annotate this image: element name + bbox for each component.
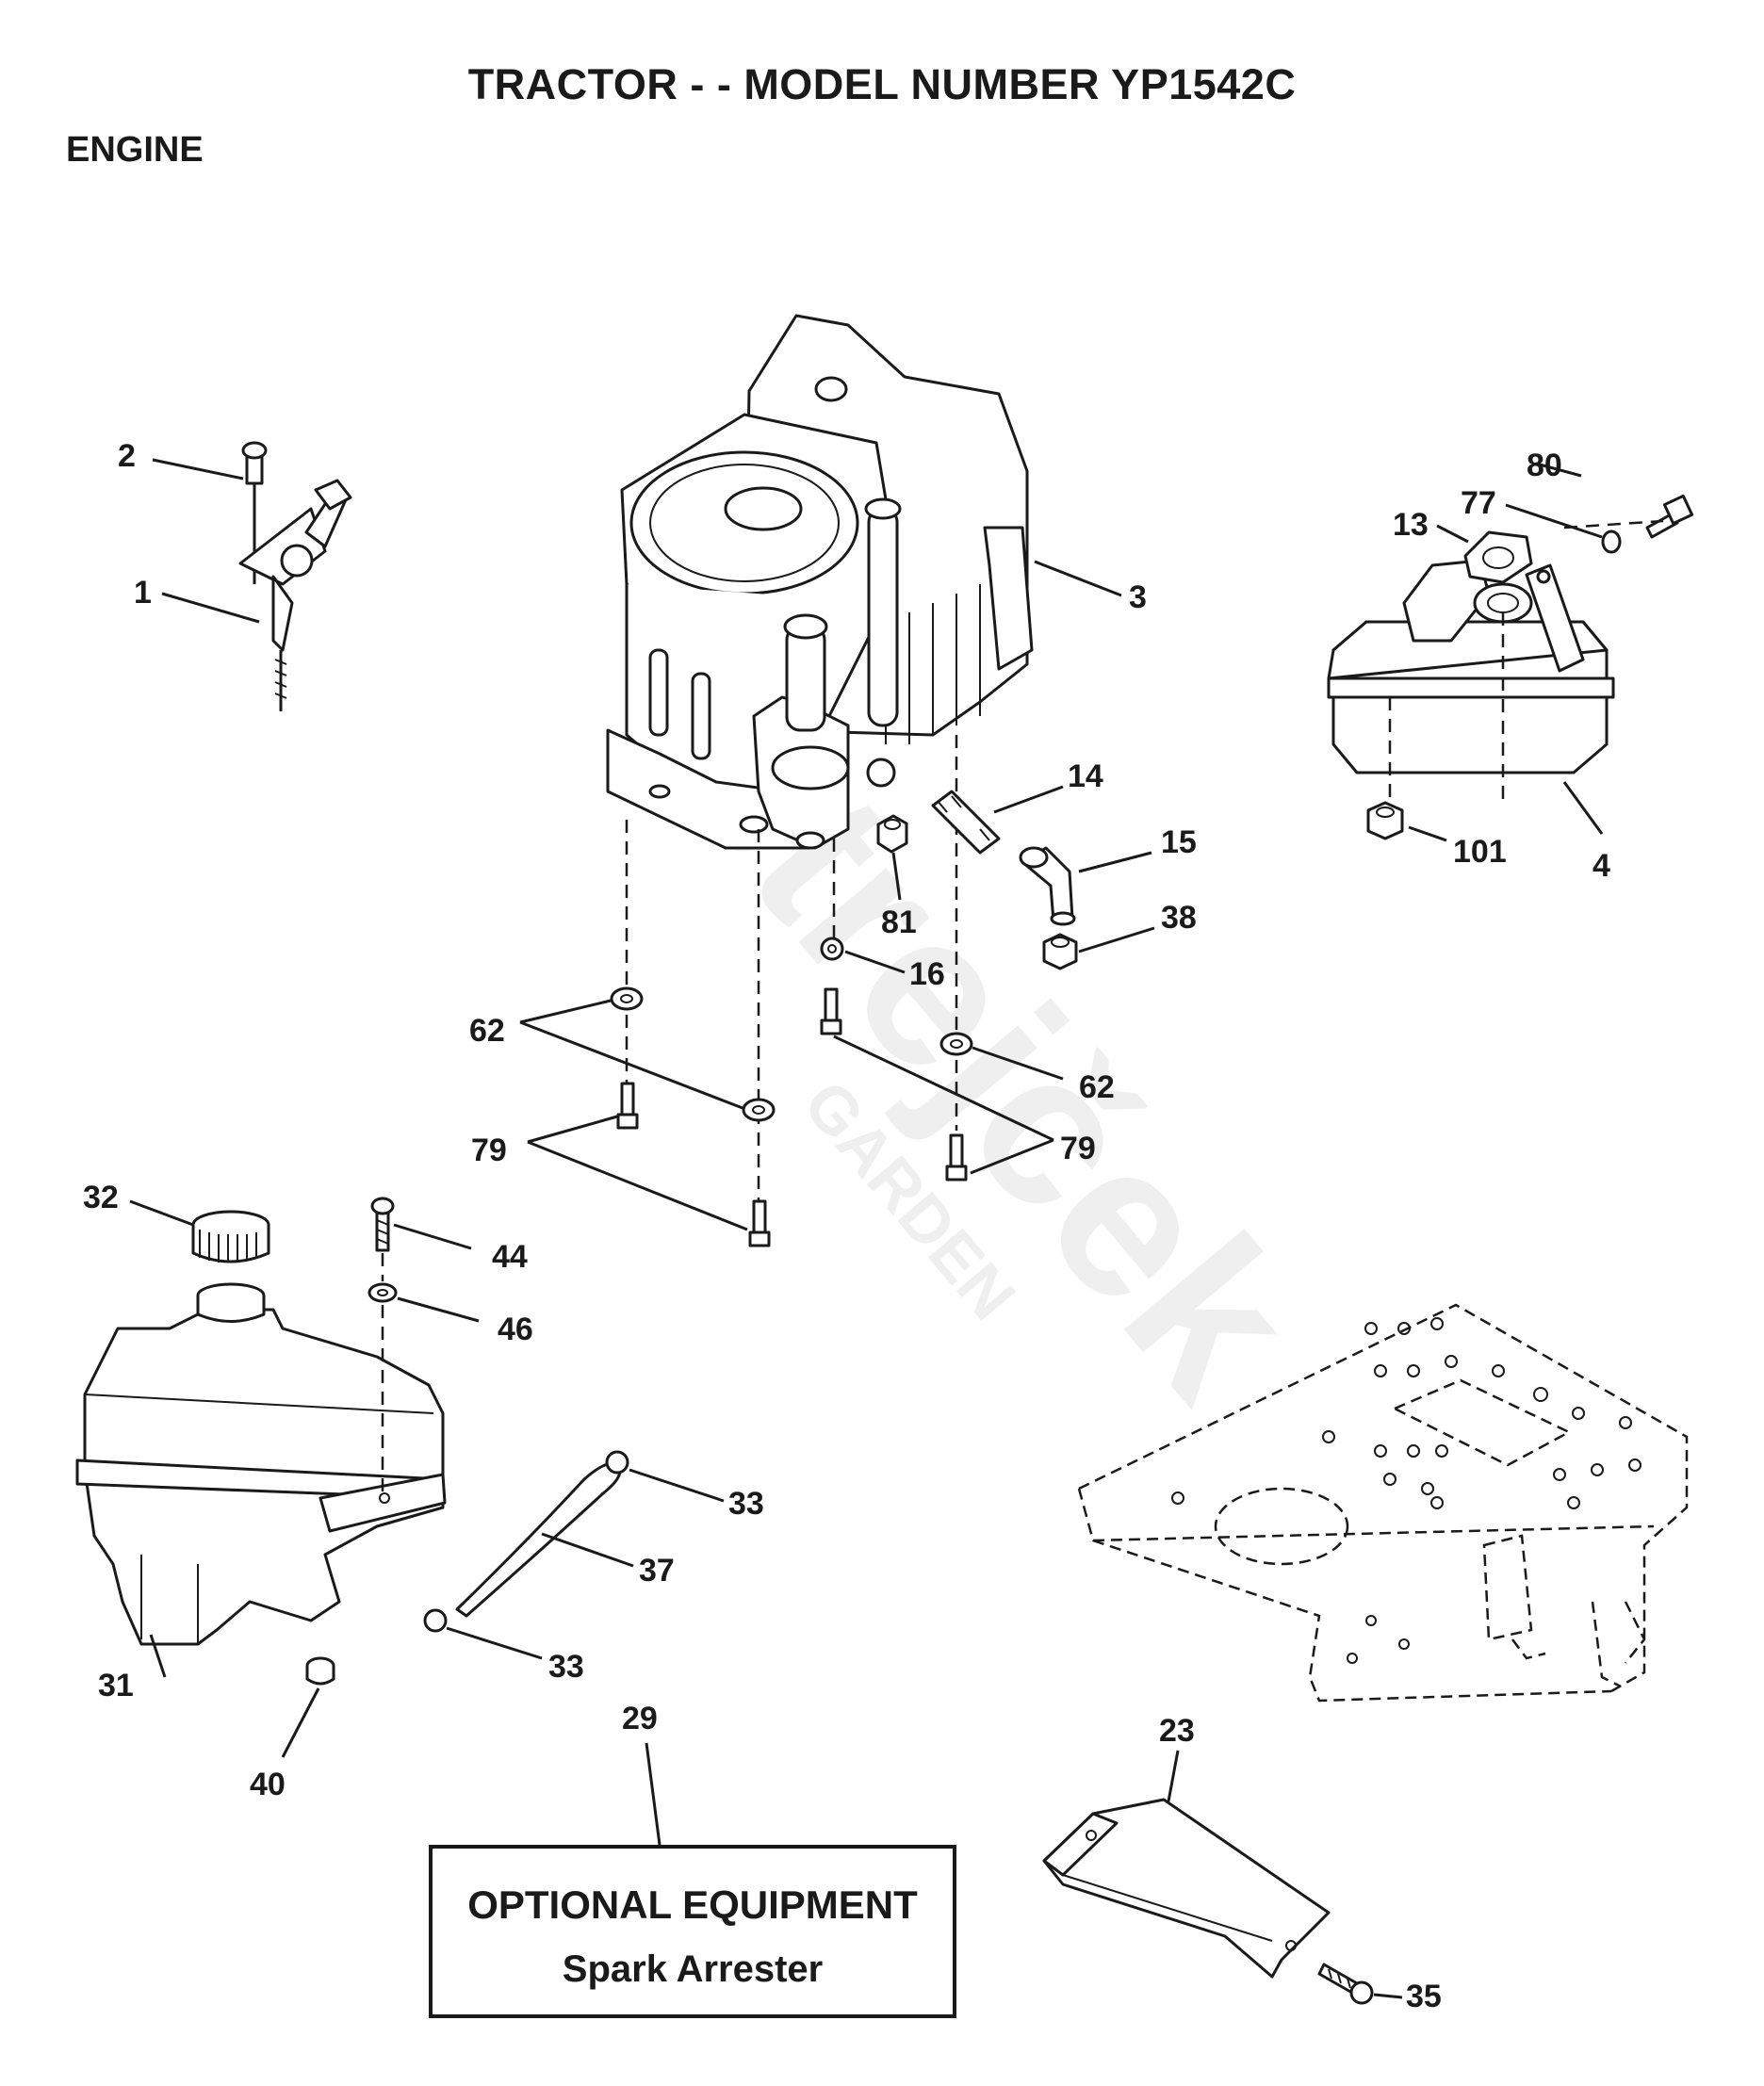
callout-77: 77: [1461, 485, 1496, 521]
callout-31: 31: [98, 1668, 134, 1703]
fuel-tank-part: [75, 1282, 447, 1646]
callout-62-left: 62: [469, 1013, 505, 1049]
callout-38: 38: [1161, 900, 1197, 936]
throttle-control-part: [238, 441, 352, 711]
gasket-part: [1463, 530, 1533, 584]
frame-holes: [1171, 1317, 1642, 1664]
callout-79-right: 79: [1060, 1131, 1096, 1166]
exhaust-nut-part: [1042, 933, 1078, 970]
callout-80: 80: [1527, 448, 1562, 483]
callout-3: 3: [1129, 579, 1147, 615]
engine-part: [606, 314, 1034, 850]
callout-4: 4: [1592, 848, 1610, 884]
callout-15: 15: [1161, 824, 1197, 860]
callout-62-right: 62: [1079, 1069, 1115, 1105]
fuel-line-part: [455, 1461, 622, 1618]
shield-screw-part: [1317, 1963, 1374, 2005]
exhaust-pipe-part: [931, 790, 1001, 855]
callout-32: 32: [83, 1180, 119, 1215]
callout-14: 14: [1068, 758, 1103, 794]
elbow-part: [1019, 846, 1076, 926]
bolt-part: [1645, 494, 1694, 539]
fuel-cap-part: [191, 1210, 270, 1263]
page-title: TRACTOR - - MODEL NUMBER YP1542C: [467, 60, 1297, 108]
grommet-part: [305, 1656, 335, 1686]
optional-equipment-title: OPTIONAL EQUIPMENT: [467, 1882, 918, 1927]
tractor-frame-part: [1077, 1303, 1689, 1703]
section-title: ENGINE: [66, 130, 204, 170]
heat-shield-part: [1042, 1798, 1331, 1979]
callout-1: 1: [134, 575, 152, 611]
callout-2: 2: [118, 438, 136, 474]
callout-16: 16: [909, 956, 945, 992]
manifold-nut-part: [876, 814, 908, 854]
optional-equipment-item: Spark Arrester: [562, 1948, 824, 1990]
callout-79-left: 79: [471, 1133, 507, 1168]
hex-bolt-part: [616, 987, 968, 1247]
flat-washer-part: [610, 986, 973, 1122]
hose-clamp-part: [423, 1450, 629, 1633]
callout-33-lower: 33: [548, 1649, 584, 1685]
callout-13: 13: [1393, 507, 1429, 543]
star-washer-part: [820, 937, 844, 961]
callout-46: 46: [498, 1312, 533, 1347]
callout-23: 23: [1159, 1713, 1195, 1749]
callout-44: 44: [492, 1239, 528, 1275]
lock-washer-part: [1601, 530, 1622, 554]
tank-screw-part: [370, 1197, 395, 1252]
callout-40: 40: [250, 1767, 286, 1802]
hex-nut-part: [1366, 801, 1404, 840]
callout-35: 35: [1406, 1979, 1442, 2014]
callout-29: 29: [622, 1701, 658, 1736]
tank-washer-part: [368, 1282, 398, 1303]
callout-33-upper: 33: [728, 1486, 764, 1522]
callout-37: 37: [639, 1553, 675, 1589]
muffler-part: [1327, 559, 1615, 774]
optional-equipment-box: OPTIONAL EQUIPMENT Spark Arrester: [429, 1845, 956, 2018]
callout-101: 101: [1453, 834, 1507, 870]
callout-81: 81: [881, 904, 917, 940]
